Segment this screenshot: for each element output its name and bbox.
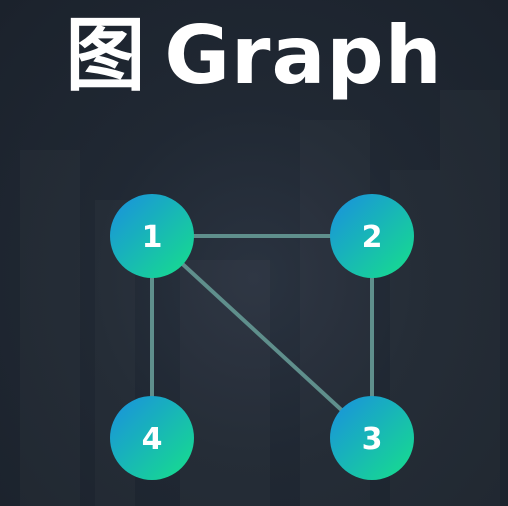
- edges-layer: [150, 234, 374, 440]
- title-cjk: 图: [65, 9, 147, 102]
- node-circle: [330, 396, 414, 480]
- title-latin: Graph: [164, 9, 443, 102]
- node-label: 1: [142, 220, 163, 255]
- node-2: 2: [330, 194, 414, 278]
- nodes-layer: 1 2 3 4: [110, 194, 414, 480]
- node-circle: [330, 194, 414, 278]
- node-3: 3: [330, 396, 414, 480]
- node-label: 2: [362, 220, 383, 255]
- edge-1-3: [150, 234, 374, 440]
- node-4: 4: [110, 396, 194, 480]
- node-1: 1: [110, 194, 194, 278]
- node-circle: [110, 396, 194, 480]
- node-label: 4: [142, 422, 163, 457]
- node-circle: [110, 194, 194, 278]
- node-label: 3: [362, 422, 383, 457]
